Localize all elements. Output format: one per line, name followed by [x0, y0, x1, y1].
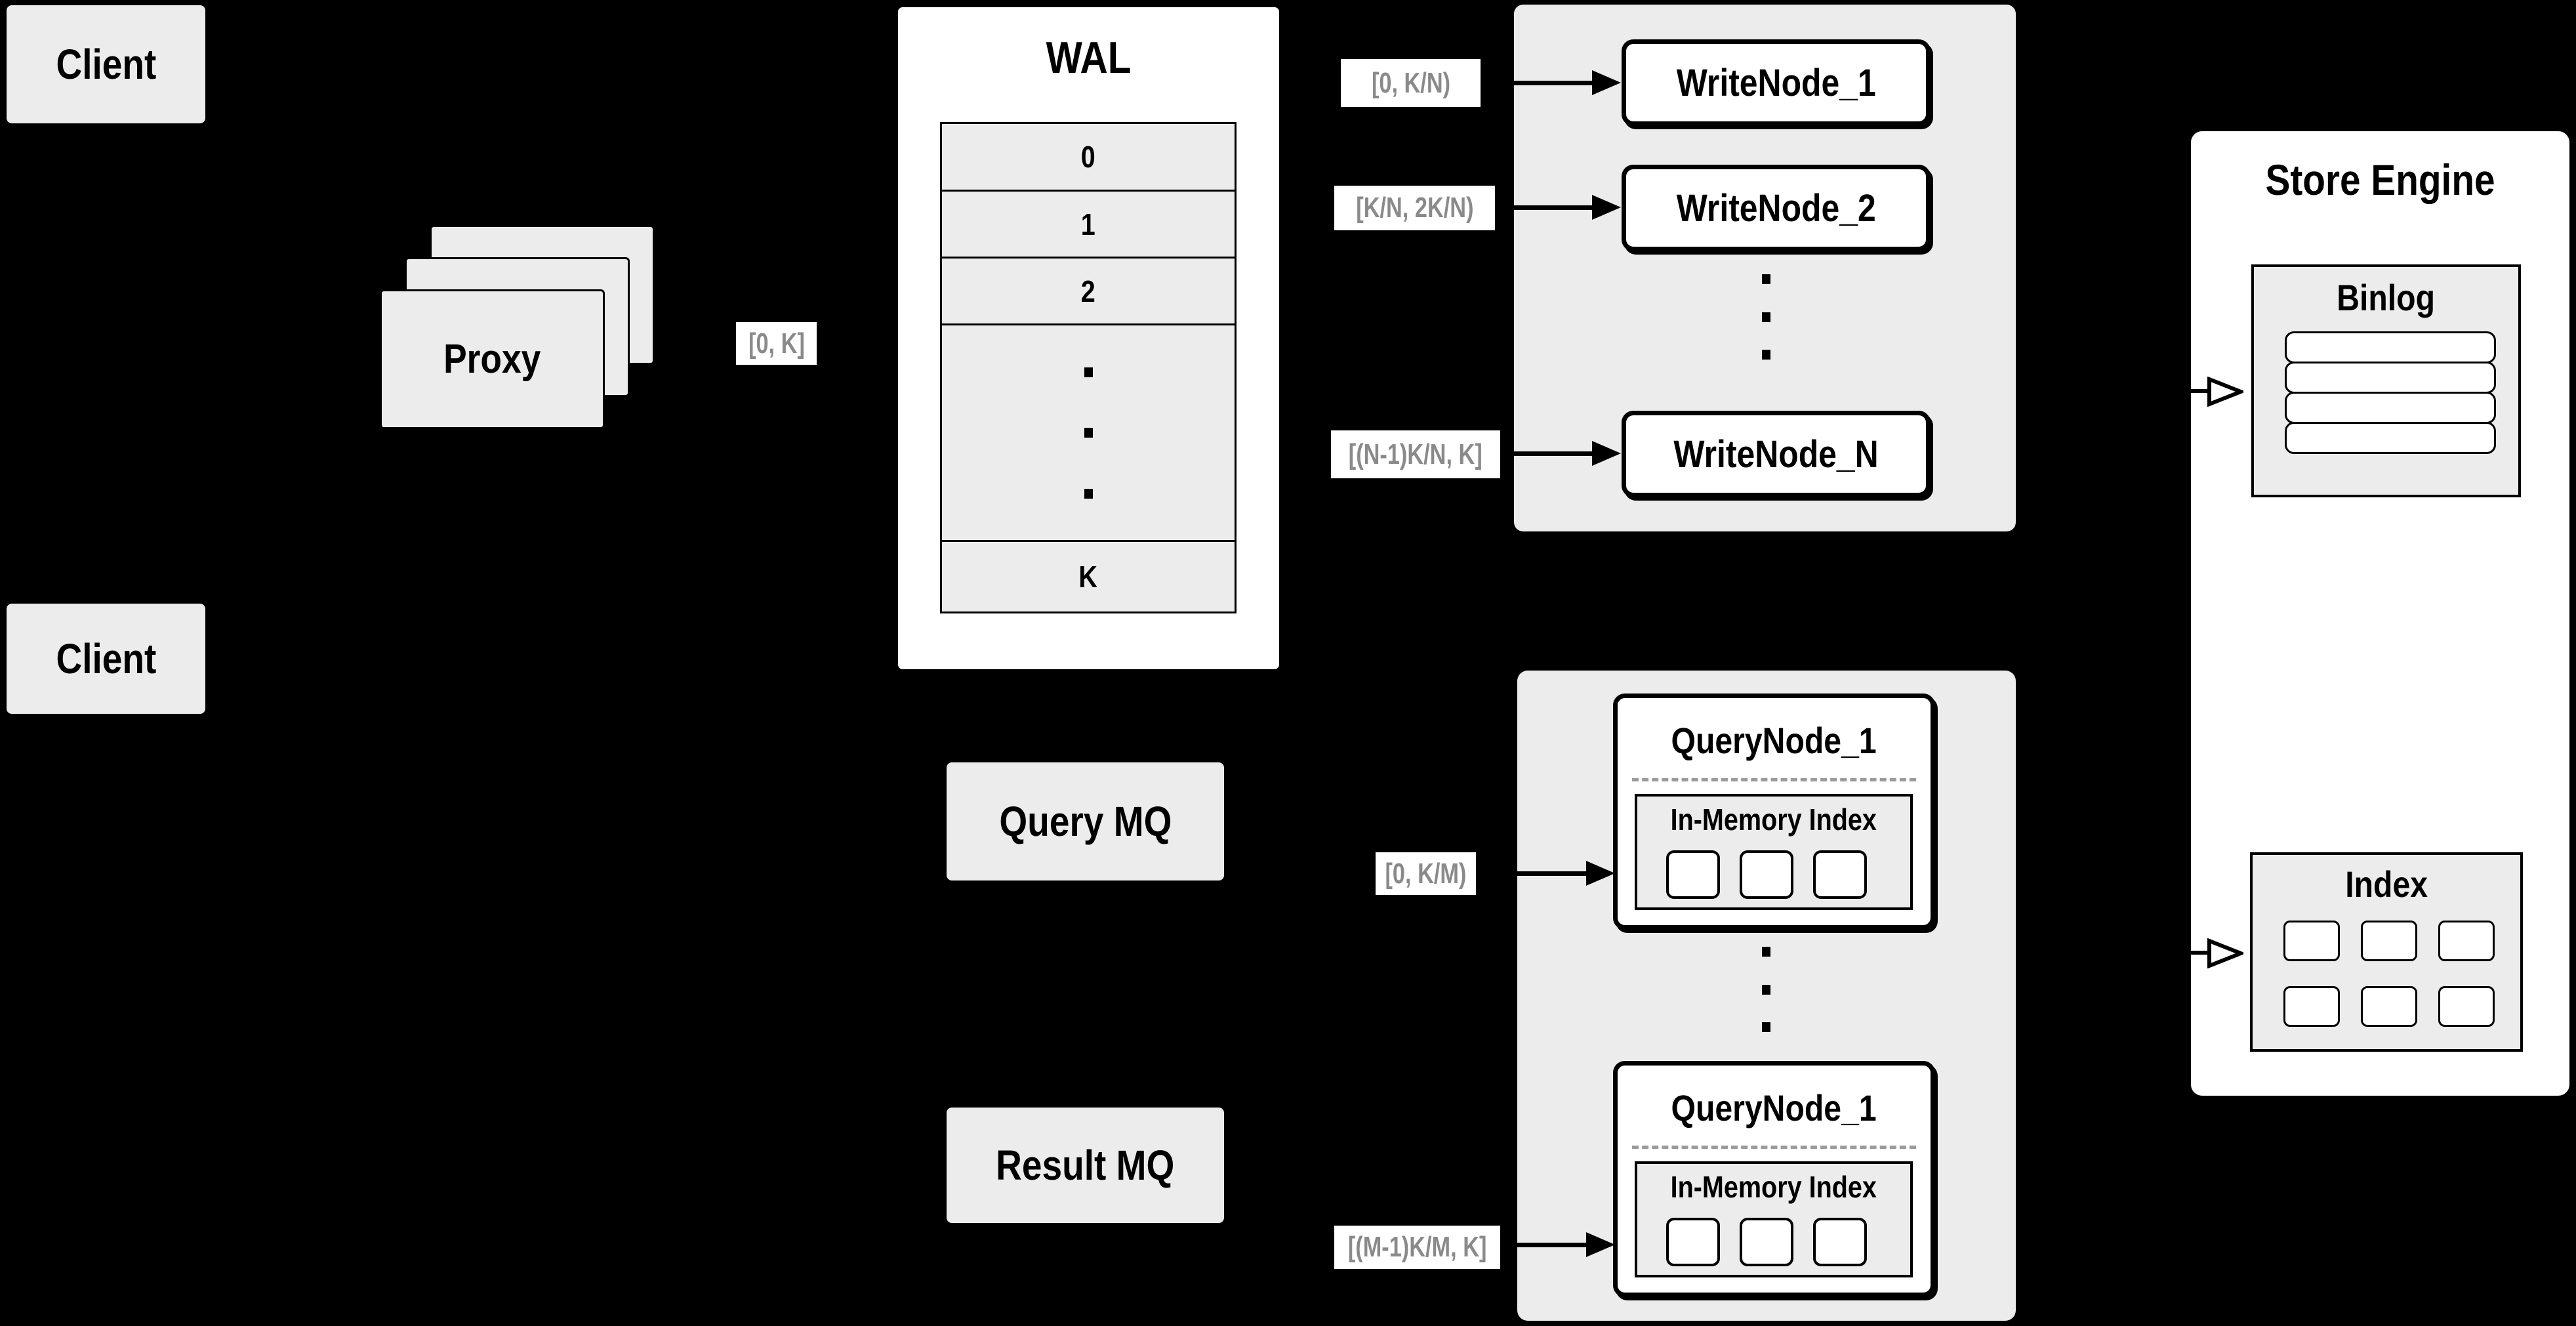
wal-segment-ellipsis [940, 323, 1237, 542]
memory-segment-cell [1666, 850, 1720, 899]
wal-segment-2: 2 [940, 257, 1237, 325]
writenode-2-label: WriteNode_2 [1676, 186, 1876, 230]
proxy-card-front: Proxy [380, 289, 605, 429]
wal-segment-k: K [940, 540, 1237, 613]
inmemory-index-title-top: In-Memory Index [1670, 802, 1877, 837]
binlog-row [2285, 392, 2496, 424]
wal-title: WAL [1046, 33, 1132, 83]
writenode-1-label: WriteNode_1 [1676, 61, 1876, 104]
wal-panel: WAL 0 1 2 K [896, 5, 1281, 671]
memory-segment-cell [1813, 1218, 1867, 1266]
binlog-row [2285, 331, 2496, 363]
memory-segment-cell [1666, 1218, 1720, 1266]
client-top-box: Client [7, 5, 205, 123]
binlog-box: Binlog [2251, 264, 2521, 497]
index-box: Index [2250, 852, 2523, 1052]
querynode-top-divider [1632, 778, 1916, 781]
index-cell [2361, 921, 2417, 961]
wal-table: 0 1 2 K [940, 122, 1237, 613]
store-engine-title: Store Engine [2265, 155, 2495, 204]
inmemory-segments-bottom [1666, 1218, 1867, 1266]
wal-segment-0: 0 [940, 122, 1237, 192]
index-cell [2283, 986, 2340, 1027]
writenode-2-box: WriteNode_2 [1622, 165, 1931, 251]
binlog-row [2285, 362, 2496, 394]
query-range-in-label: [0, K/M) [1376, 852, 1476, 895]
query-range-out-label: [(M-1)K/M, K] [1334, 1226, 1500, 1269]
result-mq-label: Result MQ [996, 1142, 1175, 1189]
querynode-bottom-title: QueryNode_1 [1671, 1087, 1877, 1129]
proxy-label: Proxy [443, 337, 541, 382]
write-range-label-2: [K/N, 2K/N) [1334, 186, 1495, 230]
query-mq-label: Query MQ [998, 798, 1172, 845]
writenode-1-box: WriteNode_1 [1622, 39, 1931, 126]
index-cell [2361, 986, 2417, 1027]
index-cell [2438, 986, 2495, 1027]
memory-segment-cell [1740, 1218, 1793, 1266]
write-range-label-1: [0, K/N) [1341, 59, 1481, 107]
index-cell [2438, 921, 2495, 961]
memory-segment-cell [1813, 850, 1867, 899]
binlog-title: Binlog [2337, 277, 2436, 318]
index-title: Index [2345, 863, 2428, 905]
store-engine-panel: Store Engine Binlog Index [2189, 129, 2571, 1098]
querynode-ellipsis-icon [1762, 947, 1770, 1032]
result-mq-box: Result MQ [947, 1108, 1224, 1223]
binlog-row [2285, 422, 2496, 454]
inmemory-segments-top [1666, 850, 1867, 899]
writenode-n-label: WriteNode_N [1673, 432, 1879, 476]
wal-segment-1: 1 [940, 190, 1237, 259]
vertical-ellipsis-icon [1084, 367, 1093, 499]
write-range-label-3: [(N-1)K/N, K] [1331, 430, 1500, 478]
querynode-top-title: QueryNode_1 [1671, 720, 1877, 761]
memory-segment-cell [1740, 850, 1793, 899]
proxy-stack: Proxy [380, 225, 655, 430]
index-cells [2283, 921, 2495, 1027]
inmemory-index-box-bottom: In-Memory Index [1635, 1161, 1913, 1277]
client-bottom-box: Client [7, 604, 205, 714]
client-bottom-label: Client [56, 635, 156, 682]
proxy-range-label: [0, K] [736, 322, 817, 365]
proxy-range-text: [0, K] [748, 327, 805, 360]
client-top-label: Client [56, 41, 156, 88]
binlog-rows [2285, 331, 2496, 454]
inmemory-index-box-top: In-Memory Index [1635, 794, 1913, 910]
querynode-top-box: QueryNode_1 In-Memory Index [1613, 694, 1935, 930]
writenode-ellipsis-icon [1762, 274, 1770, 360]
writenode-n-box: WriteNode_N [1622, 411, 1931, 497]
inmemory-index-title-bottom: In-Memory Index [1670, 1170, 1877, 1204]
querynode-bottom-box: QueryNode_1 In-Memory Index [1613, 1061, 1935, 1297]
index-cell [2283, 921, 2340, 961]
query-mq-box: Query MQ [947, 762, 1224, 881]
querynode-bottom-divider [1632, 1146, 1916, 1149]
